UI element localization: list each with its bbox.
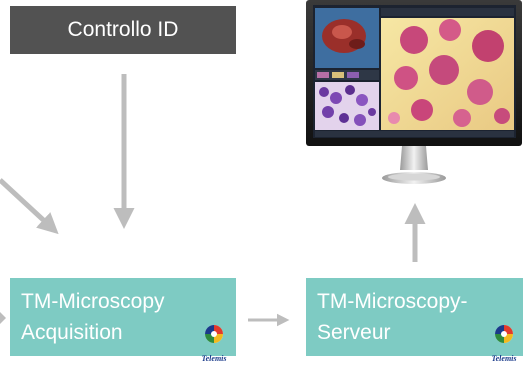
server-logo-text: Telemis — [491, 354, 517, 363]
telemis-logo-icon: Telemis — [200, 324, 228, 374]
monitor-with-microscopy-images-icon — [302, 0, 523, 195]
server-label-line2: Serveur — [317, 321, 391, 344]
id-control-label: Controllo ID — [67, 18, 179, 41]
arrow-incoming-left — [0, 312, 6, 324]
acquisition-box: TM-Microscopy Acquisition Telemis — [10, 278, 236, 363]
server-label-line1: TM-Microscopy- — [317, 290, 468, 313]
server-box: TM-Microscopy- Serveur Telemis — [306, 278, 523, 363]
telemis-logo-icon: Telemis — [490, 324, 518, 374]
acquisition-logo-text: Telemis — [201, 354, 227, 363]
acquisition-label-line2: Acquisition — [21, 321, 123, 344]
id-control-box: Controllo ID — [10, 6, 236, 54]
acquisition-label-line1: TM-Microscopy — [21, 290, 165, 313]
arrow-left-diagonal — [0, 178, 59, 235]
connector-arrows — [0, 74, 426, 327]
